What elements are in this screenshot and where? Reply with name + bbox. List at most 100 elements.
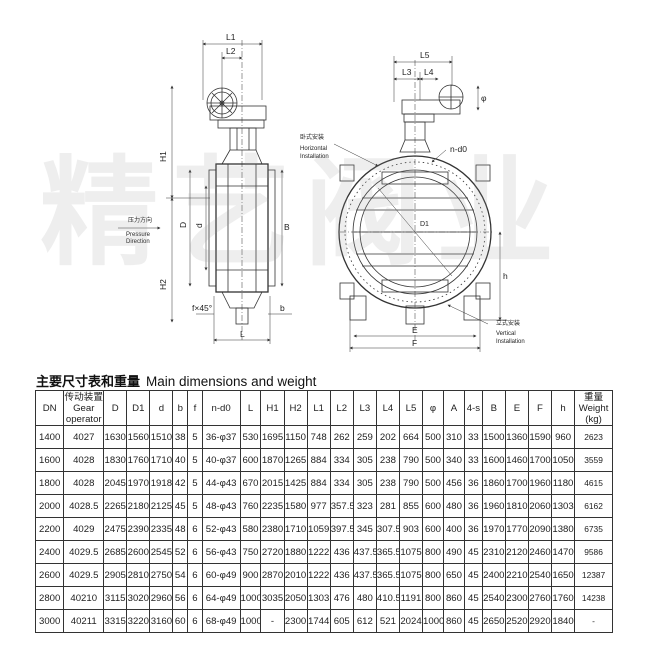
table-cell: 2050: [283, 586, 308, 610]
table-cell: 1222: [306, 540, 331, 564]
table-cell: 345: [352, 517, 377, 541]
table-cell: 1400: [34, 425, 65, 449]
table-cell: 5: [187, 448, 203, 472]
dim-label-h: h: [503, 271, 508, 281]
table-cell: 977: [306, 494, 331, 518]
dim-label-f: F: [412, 338, 417, 348]
dim-label-d-outer: D: [178, 222, 188, 228]
table-cell: 884: [306, 471, 331, 495]
table-cell: 33: [463, 425, 483, 449]
column-header-line: L1: [313, 402, 325, 414]
table-cell: 436: [329, 563, 354, 587]
table-cell: 1059: [306, 517, 331, 541]
table-cell: 6162: [574, 494, 613, 518]
table-cell: 1460: [504, 448, 529, 472]
table-cell: 36: [463, 517, 483, 541]
table-cell: 4029.5: [63, 563, 105, 587]
table-cell: 1700: [504, 471, 529, 495]
table-cell: 1830: [103, 448, 128, 472]
column-header-line: 4-s: [466, 402, 481, 414]
table-cell: 40211: [63, 609, 105, 633]
table-cell: 2685: [103, 540, 128, 564]
table-cell: 1810: [504, 494, 529, 518]
column-header-line: n-d0: [211, 402, 231, 414]
table-cell: 45: [463, 563, 483, 587]
dim-label-b: b: [280, 303, 285, 313]
table-cell: 48: [172, 517, 189, 541]
table-cell: 1770: [504, 517, 529, 541]
table-cell: 670: [239, 471, 262, 495]
table-cell: 45: [463, 540, 483, 564]
table-cell: 1840: [551, 609, 576, 633]
table-cell: 3220: [126, 609, 151, 633]
table-cell: 68-φ49: [201, 609, 241, 633]
table-cell: 790: [398, 448, 424, 472]
column-header: E: [504, 390, 529, 426]
table-cell: 600: [422, 494, 444, 518]
vertical-label-en-1: Vertical: [496, 331, 516, 337]
table-cell: 4028: [63, 448, 105, 472]
table-cell: 3000: [34, 609, 65, 633]
column-header-line: f: [193, 402, 197, 414]
horizontal-label-en-2: Installation: [300, 154, 329, 160]
table-cell: 60-φ49: [201, 563, 241, 587]
column-header: 4-s: [463, 390, 483, 426]
table-cell: 1150: [283, 425, 308, 449]
vertical-label-en-2: Installation: [496, 339, 525, 345]
table-cell: 334: [329, 471, 354, 495]
table-cell: 1744: [306, 609, 331, 633]
table-cell: 2380: [260, 517, 285, 541]
table-cell: 4615: [574, 471, 613, 495]
table-cell: 5: [187, 425, 203, 449]
table-cell: 2460: [527, 540, 553, 564]
table-cell: 281: [375, 494, 400, 518]
table-cell: 2540: [481, 586, 506, 610]
table-cell: 310: [443, 425, 465, 449]
column-header-line: L2: [336, 402, 348, 414]
table-cell: 1590: [527, 425, 553, 449]
table-cell: 1918: [149, 471, 174, 495]
table-cell: 6735: [574, 517, 613, 541]
table-cell: 2024: [398, 609, 424, 633]
dim-label-b-upper: B: [284, 222, 290, 232]
table-cell: 397.5: [329, 517, 354, 541]
table-cell: 2045: [103, 471, 128, 495]
horizontal-label-zh: 卧式安装: [300, 133, 324, 141]
dim-label-l2: L2: [226, 46, 236, 56]
table-cell: 262: [329, 425, 354, 449]
table-cell: 1700: [527, 448, 553, 472]
table-cell: 2390: [126, 517, 151, 541]
table-cell: 14238: [574, 586, 613, 610]
table-cell: 4029: [63, 517, 105, 541]
table-cell: 600: [239, 448, 262, 472]
table-cell: 60: [172, 609, 189, 633]
table-cell: 1470: [551, 540, 576, 564]
table-cell: 2520: [504, 609, 529, 633]
pressure-label-en-2: Direction: [126, 239, 150, 245]
table-cell: 1191: [398, 586, 424, 610]
column-header-line: E: [513, 402, 521, 414]
table-cell: 1880: [283, 540, 308, 564]
table-cell: 305: [352, 471, 377, 495]
left-view-labels: L1 L2 H1 H2 D d B L b f×45° 压力方向 Pressur…: [126, 32, 290, 339]
column-header-line: Weight: [578, 402, 609, 414]
column-header-line: L: [247, 402, 254, 414]
technical-drawing: L1 L2 H1 H2 D d B L b f×45° 压力方向 Pressur…: [118, 32, 525, 352]
table-cell: 52-φ43: [201, 517, 241, 541]
table-cell: 530: [239, 425, 262, 449]
dim-label-phi: φ: [481, 93, 487, 103]
column-header-line: Gear: [73, 402, 95, 414]
table-cell: 2235: [260, 494, 285, 518]
column-header: L5: [398, 390, 424, 426]
table-cell: 1710: [283, 517, 308, 541]
table-cell: 2810: [126, 563, 151, 587]
column-header-line: B: [490, 402, 498, 414]
dim-label-l1: L1: [226, 32, 236, 42]
table-cell: 2960: [149, 586, 174, 610]
table-cell: 6: [187, 517, 203, 541]
column-header-line: d: [158, 402, 165, 414]
table-cell: 600: [422, 517, 444, 541]
